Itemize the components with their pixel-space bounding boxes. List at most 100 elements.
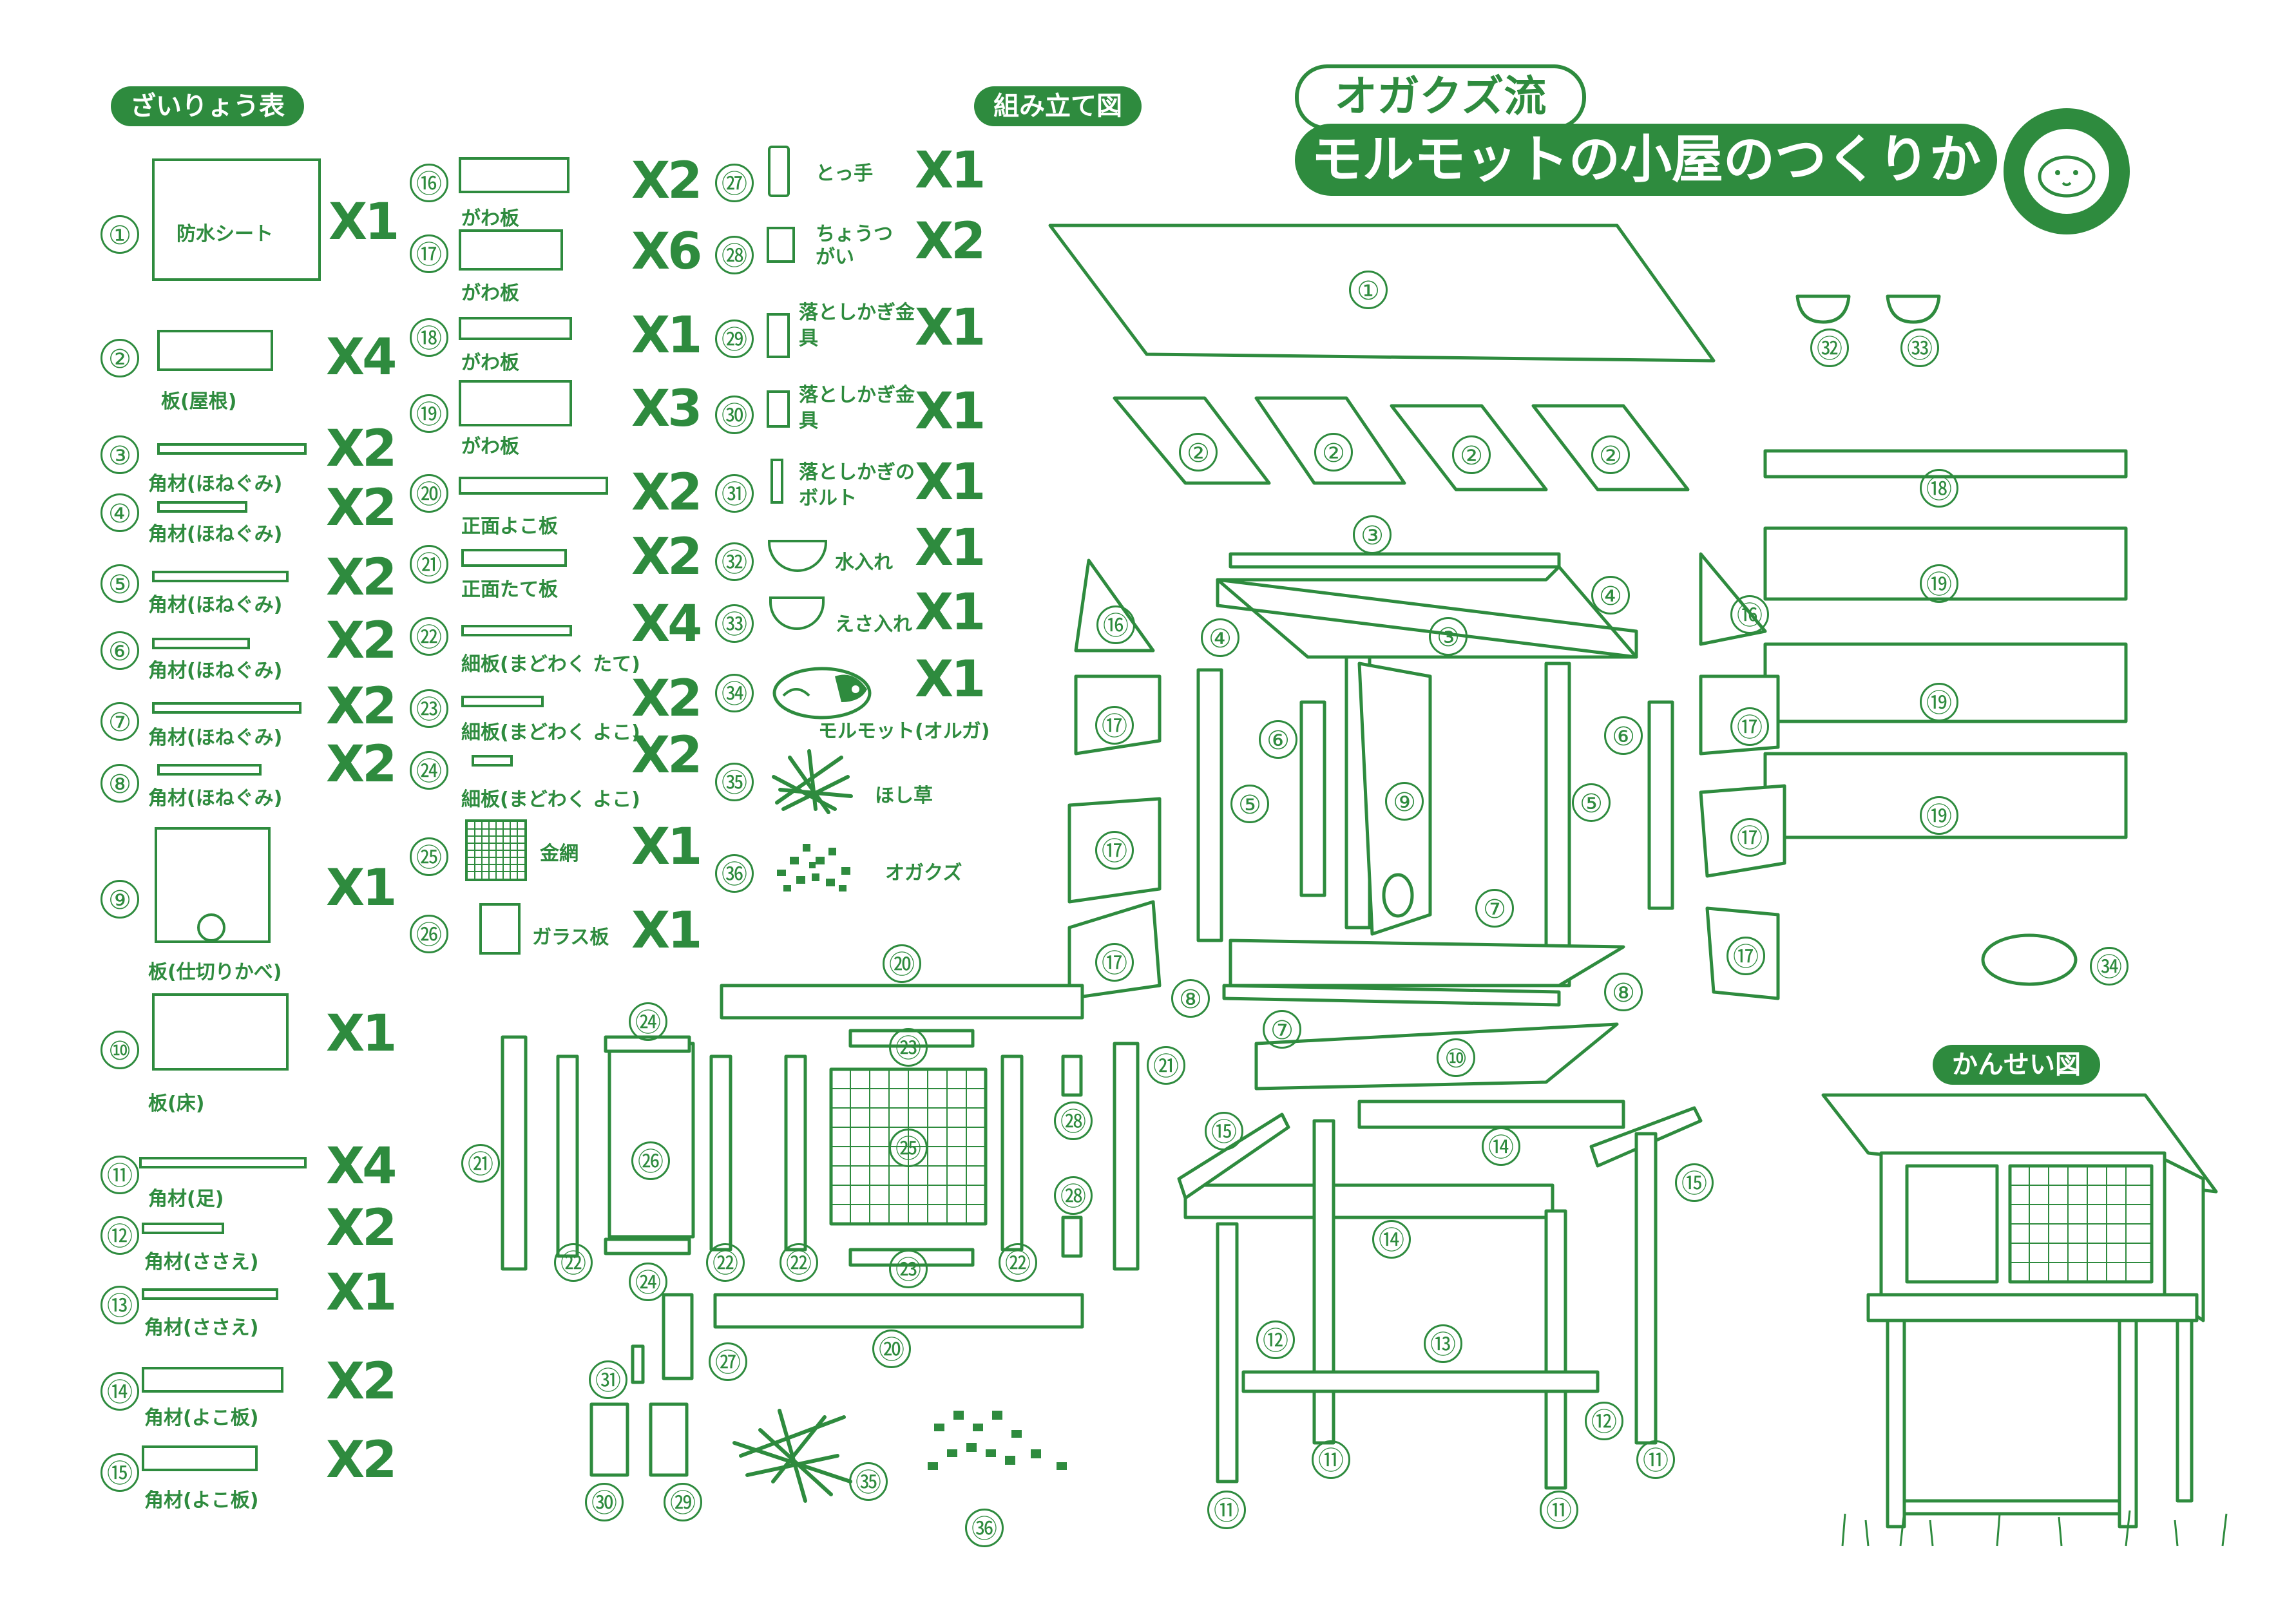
part-16-sideboard-icon: [459, 157, 569, 193]
callout-22: ㉒: [554, 1243, 593, 1282]
part-label: がわ板: [461, 282, 519, 305]
callout-17: ⑰: [1095, 831, 1134, 870]
assembly-diagram-heading: 組み立て図: [974, 86, 1142, 126]
part-17-sideboard-icon: [459, 229, 563, 271]
callout-11: ⑪: [1636, 1440, 1675, 1479]
part-label: 角材(ほねぐみ): [148, 523, 283, 546]
part-label: えさ入れ: [835, 613, 912, 636]
part-4-lumber-icon: [157, 501, 247, 513]
callout-17: ⑰: [1727, 937, 1765, 975]
part-quantity: X2: [631, 670, 702, 728]
callout-4: ④: [1201, 618, 1239, 657]
callout-24: ㉔: [629, 1002, 667, 1041]
part-number: ④: [100, 493, 139, 532]
part-number: ⑭: [100, 1372, 139, 1411]
part-label: 板(床): [148, 1092, 205, 1115]
callout-30: ㉚: [585, 1483, 624, 1521]
part-number: ⑯: [410, 164, 448, 202]
part-label: 金網: [540, 843, 579, 865]
part-label: 角材(ほねぐみ): [148, 787, 283, 810]
hinge-icon: [767, 227, 795, 263]
part-number: ①: [100, 215, 139, 254]
callout-33: ㉝: [1900, 329, 1939, 367]
post-part: [1344, 655, 1372, 929]
part-number: ㉟: [715, 763, 754, 801]
front-board-part: [713, 1293, 1084, 1329]
part-6-lumber-icon: [152, 638, 250, 649]
callout-2: ②: [1179, 433, 1218, 472]
part-quantity: X2: [326, 678, 397, 736]
frame-strip-part: [1000, 1054, 1024, 1252]
part-18-sideboard-icon: [459, 317, 572, 340]
part-quantity: X2: [326, 549, 397, 607]
callout-17: ⑰: [1095, 943, 1134, 982]
leg-part: [1544, 1209, 1567, 1490]
post-part: [1647, 700, 1674, 910]
part-number: ②: [100, 339, 139, 377]
callout-10: ⑩: [1437, 1038, 1475, 1077]
callout-23: ㉓: [889, 1028, 928, 1067]
part-number: ⑥: [100, 631, 139, 670]
part-5-lumber-icon: [152, 571, 289, 582]
part-23-frame-strip-icon: [461, 696, 544, 707]
part-label: 防水シート: [177, 223, 273, 245]
completed-leg: [2176, 1319, 2194, 1503]
callout-6: ⑥: [1604, 716, 1643, 755]
callout-8: ⑧: [1171, 979, 1210, 1018]
callout-26: ㉖: [631, 1141, 670, 1180]
part-quantity: X1: [915, 453, 986, 511]
callout-15: ⑮: [1205, 1112, 1243, 1150]
part-quantity: X4: [631, 595, 702, 653]
part-label: 板(仕切りかべ): [148, 961, 282, 984]
completed-left-window: [1905, 1164, 1999, 1284]
callout-5: ⑤: [1230, 785, 1269, 823]
part-quantity: X1: [329, 193, 399, 251]
food-bowl-part: [1886, 294, 1941, 324]
callout-5: ⑤: [1572, 783, 1611, 822]
callout-15: ⑮: [1675, 1163, 1714, 1202]
part-quantity: X6: [631, 223, 702, 281]
sawdust-part: [928, 1411, 1067, 1470]
front-vertical-board-part: [1113, 1042, 1140, 1271]
callout-34: ㉞: [2090, 947, 2129, 986]
part-label: がわ板: [461, 207, 519, 230]
front-board-part: [720, 984, 1084, 1020]
part-22-frame-strip-icon: [461, 625, 572, 636]
part-label: 板(屋根): [161, 390, 237, 413]
part-label: オガクズ: [885, 862, 962, 884]
callout-2: ②: [1591, 435, 1630, 474]
part-number: ⑤: [100, 564, 139, 603]
materials-list-heading: ざいりょう表: [111, 86, 304, 126]
page-title: モルモットの小屋のつくりかた: [1295, 124, 1997, 262]
part-quantity: X2: [631, 464, 702, 522]
side-board-part: [1589, 1106, 1703, 1168]
callout-22: ㉒: [706, 1243, 745, 1282]
glass-panel-part: [607, 1042, 695, 1239]
part-quantity: X2: [326, 1353, 397, 1411]
callout-32: ㉜: [1810, 329, 1849, 367]
callout-13: ⑬: [1424, 1324, 1462, 1363]
part-quantity: X2: [326, 1199, 397, 1257]
callout-25: ㉕: [889, 1129, 928, 1167]
leg-part: [1312, 1119, 1335, 1445]
callout-14: ⑭: [1372, 1220, 1411, 1259]
part-number: ⑦: [100, 702, 139, 741]
callout-21: ㉑: [1147, 1046, 1185, 1085]
frame-strip-part: [709, 1054, 732, 1252]
part-label: 細板(まどわく たて): [461, 653, 640, 676]
hinge-part: [1061, 1215, 1083, 1258]
part-label: 正面たて板: [461, 578, 558, 601]
callout-7: ⑦: [1263, 1010, 1301, 1049]
part-quantity: X1: [631, 307, 702, 365]
bolt-icon: [770, 459, 783, 504]
front-vertical-board-part: [501, 1035, 528, 1271]
frame-strip-part: [784, 1054, 807, 1252]
callout-11: ⑪: [1540, 1491, 1578, 1529]
latch-part: [649, 1402, 689, 1477]
part-label: がわ板: [461, 435, 519, 458]
leg-frame-part: [1183, 1183, 1555, 1219]
callout-6: ⑥: [1259, 720, 1297, 759]
leg-part: [1634, 1132, 1658, 1445]
part-number: ㉚: [715, 396, 754, 434]
part-quantity: X2: [326, 479, 397, 537]
